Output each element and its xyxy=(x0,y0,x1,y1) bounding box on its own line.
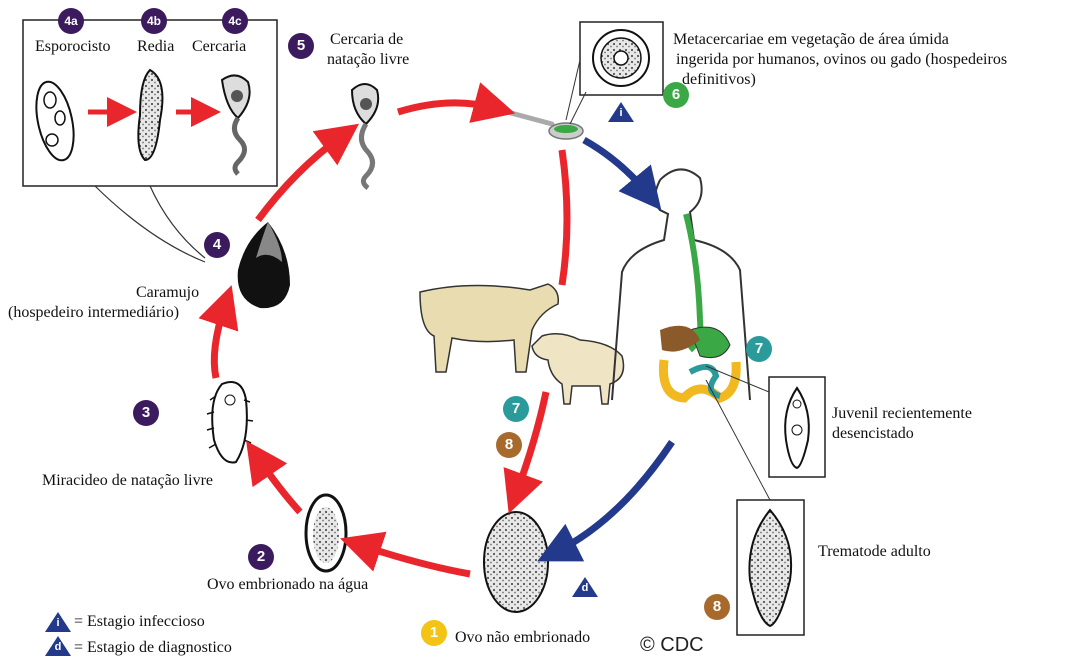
label-adult: Trematode adulto xyxy=(818,542,931,561)
step-badge-8-animal: 8 xyxy=(496,432,522,458)
label-free-cercaria-2: natação livre xyxy=(327,50,409,69)
step-badge-2: 2 xyxy=(248,544,274,570)
step-badge-8-human: 8 xyxy=(704,594,730,620)
free-cercaria-illustration xyxy=(352,84,378,188)
label-redia: Redia xyxy=(137,37,174,56)
arrow-human-to-egg xyxy=(556,442,672,552)
infective-stage-marker: i xyxy=(608,102,634,122)
unembryonated-egg-illustration xyxy=(484,512,548,612)
step-badge-7-animal: 7 xyxy=(503,396,529,422)
step-badge-7-human: 7 xyxy=(746,336,772,362)
snail-illustration xyxy=(238,222,290,308)
legend-infective-icon: i xyxy=(45,612,71,632)
step-badge-4a: 4a xyxy=(58,8,84,34)
step-badge-4c: 4c xyxy=(222,8,248,34)
miracidium-illustration xyxy=(207,382,253,463)
step-badge-5: 5 xyxy=(288,33,314,59)
label-metacercariae-3: definitivos) xyxy=(682,70,756,89)
label-free-cercaria-1: Cercaria de xyxy=(330,30,403,49)
arrow-cercaria-to-vegetation xyxy=(398,103,495,112)
label-snail-2: (hospedeiro intermediário) xyxy=(8,303,179,322)
arrow-vegetation-to-human xyxy=(584,140,648,194)
copyright-label: © CDC xyxy=(640,634,704,657)
label-metacercariae-2: ingerida por humanos, ovinos ou gado (ho… xyxy=(676,50,1007,69)
box-connector-lines xyxy=(95,186,205,262)
label-sporocyst: Esporocisto xyxy=(35,37,111,56)
legend-infective-label: = Estagio infeccioso xyxy=(74,612,205,631)
label-juvenile-2: desencistado xyxy=(832,424,914,443)
cow-illustration xyxy=(420,284,558,372)
arrow-egg-to-embryonated xyxy=(360,545,470,574)
label-miracidium: Miracideo de natação livre xyxy=(42,471,213,490)
label-snail-1: Caramujo xyxy=(136,283,199,302)
step-badge-4: 4 xyxy=(204,232,230,258)
legend-diagnostic-icon: d xyxy=(45,636,71,656)
human-illustration xyxy=(612,169,750,400)
step-badge-3: 3 xyxy=(133,400,159,426)
label-metacercariae-1: Metacercariae em vegetação de área úmida xyxy=(673,30,949,49)
label-unembryonated-egg: Ovo não embrionado xyxy=(455,628,590,647)
step-badge-6: 6 xyxy=(663,82,689,108)
step-badge-1: 1 xyxy=(421,620,447,646)
legend-diagnostic-label: = Estagio de diagnostico xyxy=(74,638,232,657)
arrow-embryonated-to-miracidium xyxy=(258,458,300,512)
label-embryonated-egg: Ovo embrionado na água xyxy=(207,575,368,594)
arrow-miracidium-to-snail xyxy=(214,305,225,378)
diagnostic-stage-marker: d xyxy=(572,577,598,597)
arrow-vegetation-to-animals xyxy=(562,150,567,285)
label-juvenile-1: Juvenil recientemente xyxy=(832,404,972,423)
embryonated-egg-illustration xyxy=(306,495,346,571)
label-cercaria: Cercaria xyxy=(192,37,246,56)
spoon-illustration xyxy=(500,110,583,139)
step-badge-4b: 4b xyxy=(141,8,167,34)
